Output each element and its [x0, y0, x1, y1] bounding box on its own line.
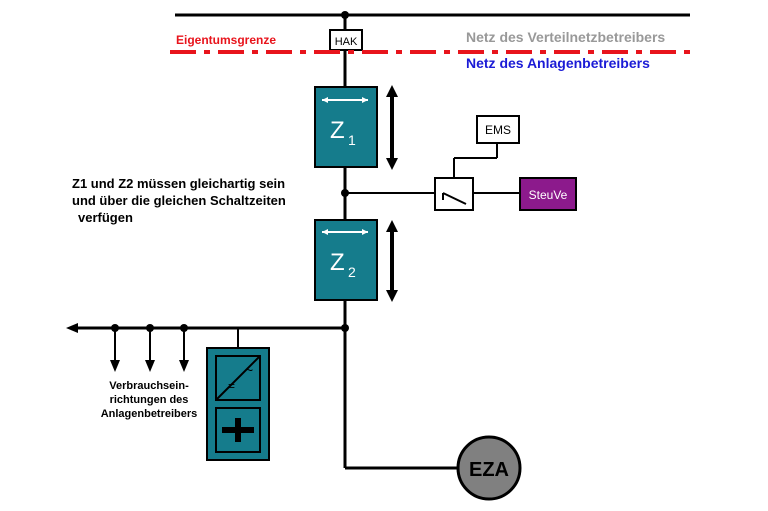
inverter-ac-symbol: ~: [245, 362, 253, 378]
meter-z1-subscript: 1: [348, 132, 356, 148]
hak-label: HAK: [335, 36, 358, 48]
consumer-branches: [110, 324, 189, 372]
consumers-line-2: richtungen des: [110, 394, 189, 406]
double-arrow-icon: [386, 85, 398, 170]
ownership-boundary-label: Eigentumsgrenze: [176, 33, 276, 47]
meter-z2: Z 2: [314, 219, 378, 301]
control-device-label: SteuVe: [529, 188, 568, 202]
eza-circle: [456, 435, 522, 501]
note-line-1: Z1 und Z2 müssen gleichartig sein: [72, 176, 285, 191]
consumers-line-3: Anlagenbetreibers: [101, 408, 198, 420]
control-device-box: [519, 177, 577, 211]
ems-label: EMS: [485, 123, 511, 137]
ems-box: [476, 115, 520, 144]
inverter-dc-symbol: =: [228, 379, 235, 393]
bus-arrow-icon: [66, 323, 78, 333]
inverter-icon: = ~: [215, 355, 261, 401]
battery-icon: [215, 407, 261, 453]
note-line-3: verfügen: [78, 210, 133, 225]
plant-operator-net-label: Netz des Anlagenbetreibers: [466, 55, 650, 71]
switch-box: [434, 177, 474, 211]
double-arrow-icon-2: [386, 220, 398, 302]
note-line-2: und über die gleichen Schaltzeiten: [72, 193, 286, 208]
meter-z1: Z 1: [314, 86, 378, 168]
hak-box: [329, 29, 363, 51]
grid-operator-net-label: Netz des Verteilnetzbetreibers: [466, 29, 665, 45]
meter-z1-label: Z: [330, 117, 345, 144]
consumers-line-1: Verbrauchsein-: [109, 380, 189, 392]
meter-z2-label: Z: [330, 249, 345, 276]
eza-label: EZA: [469, 459, 509, 481]
meter-z2-subscript: 2: [348, 264, 356, 280]
switch-icon: [442, 192, 467, 205]
